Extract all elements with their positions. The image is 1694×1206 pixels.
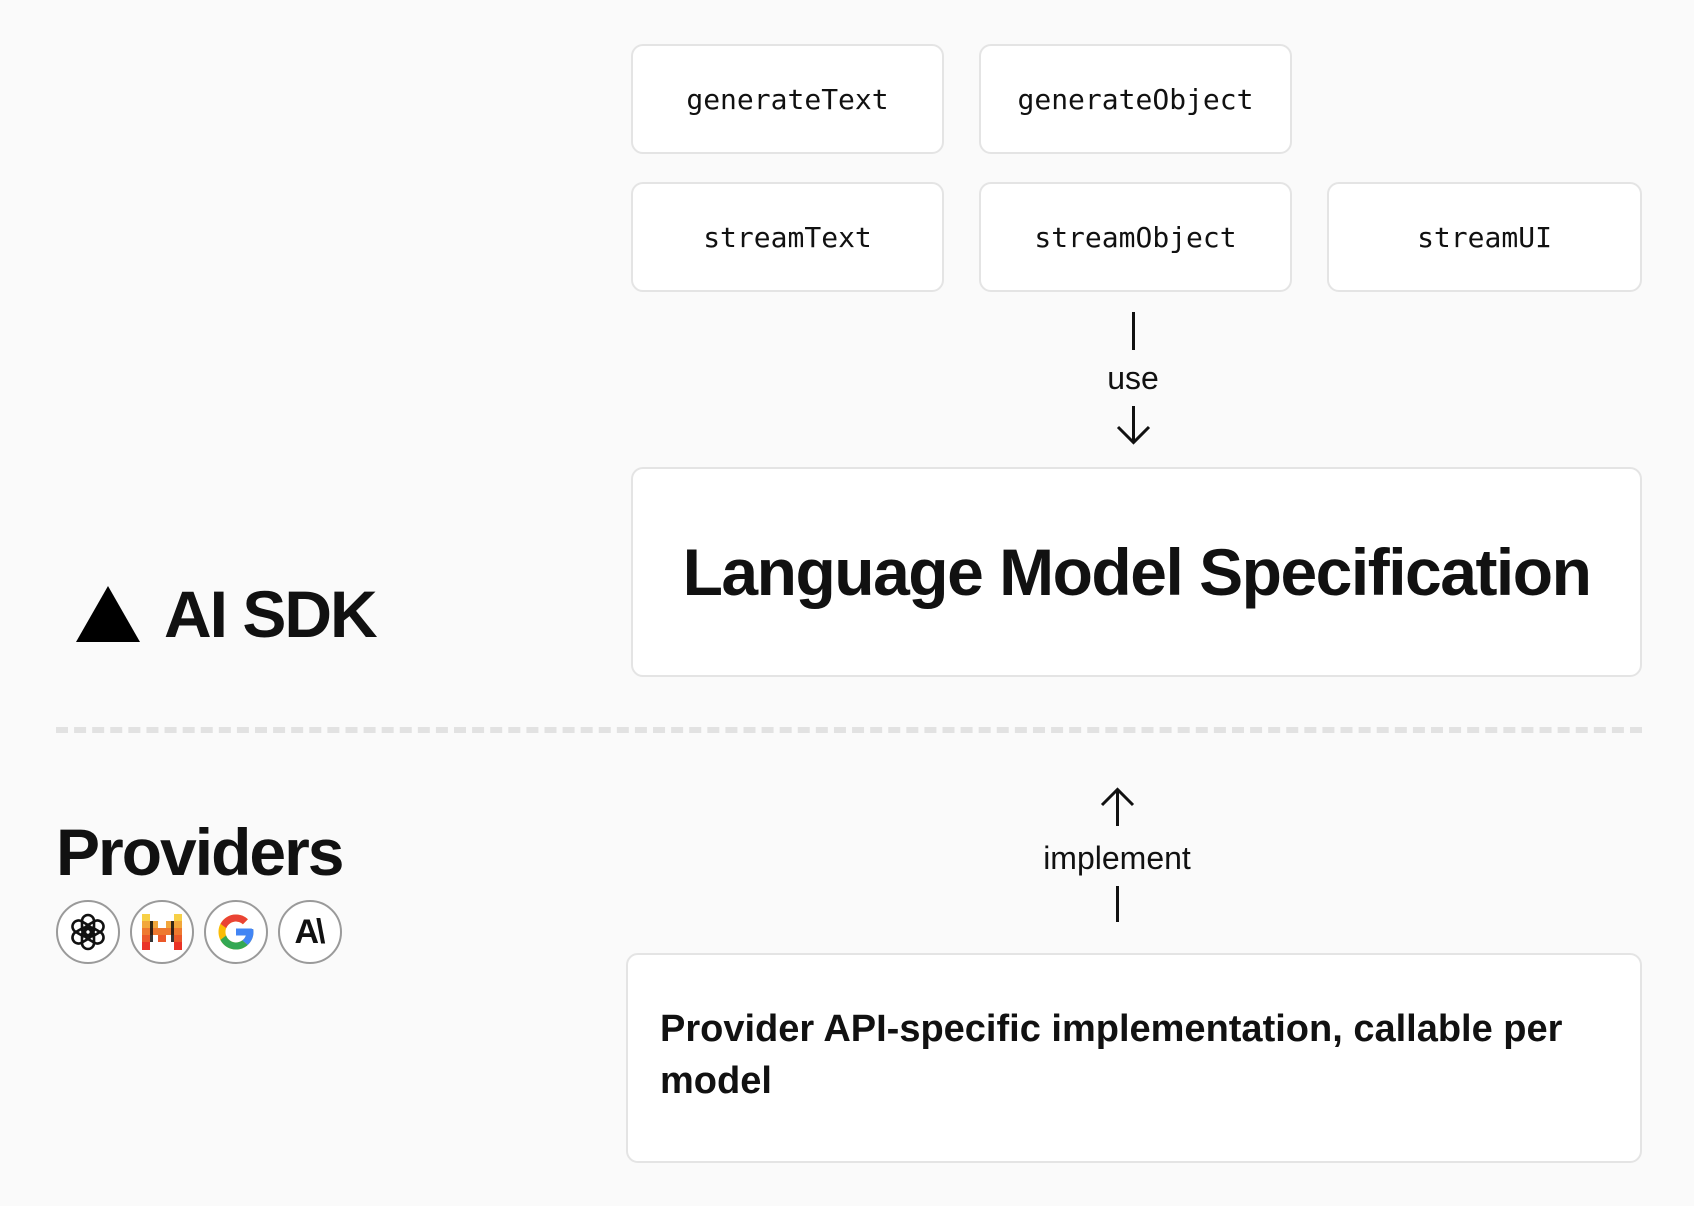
- section-divider: [56, 727, 1642, 733]
- generate-text-label: generateText: [686, 82, 889, 116]
- implement-connector-line: [1116, 886, 1119, 922]
- anthropic-logo-text: A\: [294, 912, 326, 951]
- mistral-icon: [130, 900, 194, 964]
- stream-object-label: streamObject: [1034, 220, 1237, 254]
- use-label: use: [1107, 360, 1159, 396]
- use-connector-line: [1132, 312, 1135, 350]
- implementation-text: Provider API-specific implementation, ca…: [660, 1008, 1563, 1102]
- brand-title: AI SDK: [164, 577, 378, 651]
- triangle-logo-icon: [76, 586, 140, 642]
- generate-object-label: generateObject: [1017, 82, 1254, 116]
- up-arrow-icon: [1100, 787, 1135, 826]
- google-icon: [204, 900, 268, 964]
- stream-text-label: streamText: [703, 220, 872, 254]
- stream-ui-box: streamUI: [1327, 182, 1642, 292]
- anthropic-icon: A\: [278, 900, 342, 964]
- implement-label: implement: [1043, 840, 1191, 876]
- provider-implementation-box: Provider API-specific implementation, ca…: [626, 953, 1642, 1163]
- ai-sdk-brand: AI SDK: [76, 576, 378, 652]
- spec-title: Language Model Specification: [682, 535, 1592, 609]
- stream-ui-label: streamUI: [1417, 220, 1552, 254]
- openai-icon: [56, 900, 120, 964]
- providers-title: Providers: [56, 815, 344, 889]
- provider-icons: A\: [56, 900, 342, 964]
- generate-object-box: generateObject: [979, 44, 1292, 154]
- down-arrow-icon: [1116, 406, 1151, 445]
- stream-text-box: streamText: [631, 182, 944, 292]
- generate-text-box: generateText: [631, 44, 944, 154]
- language-model-specification-box: Language Model Specification: [631, 467, 1642, 677]
- stream-object-box: streamObject: [979, 182, 1292, 292]
